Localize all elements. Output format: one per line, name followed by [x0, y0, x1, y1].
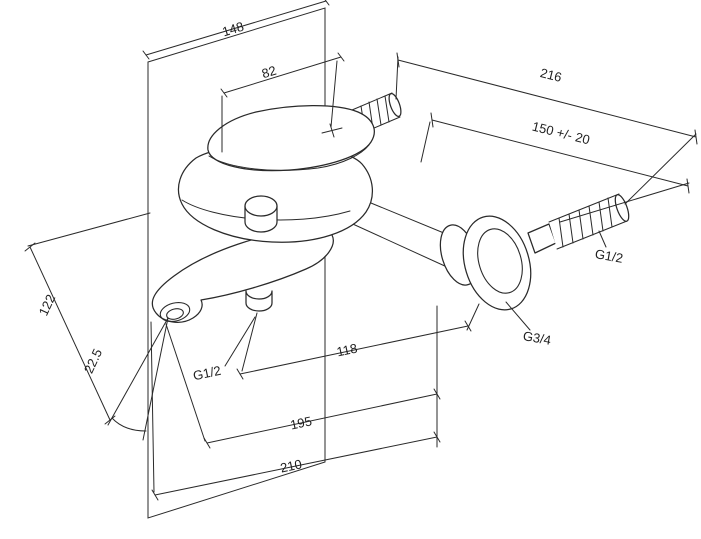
- extension-line: [330, 60, 338, 128]
- tick: [430, 112, 434, 128]
- extension-line: [559, 182, 690, 223]
- leader-line: [505, 301, 531, 331]
- tick: [24, 242, 36, 252]
- dim-line: [239, 325, 469, 375]
- dimension-118: [236, 303, 480, 380]
- supply-pipe-fill: [344, 196, 456, 267]
- thread-top-end-face: [388, 92, 402, 118]
- extension-line: [420, 121, 431, 163]
- dim-line: [397, 59, 697, 138]
- dim-line: [431, 119, 689, 187]
- angle-arc: [111, 417, 147, 432]
- label-g12-right: [598, 230, 607, 248]
- thread-label-g12-right: G1/2: [594, 246, 624, 266]
- dim-label-122: 122: [36, 292, 59, 318]
- extension-line: [150, 321, 155, 493]
- label-g34: [505, 301, 531, 331]
- dim-line: [154, 436, 438, 496]
- spout-aerator: [166, 308, 184, 320]
- dim-label-22-5: 22.5: [81, 346, 105, 375]
- tick: [142, 50, 150, 60]
- thread-label-g12-bottom: G1/2: [192, 363, 223, 384]
- dimension-210: [150, 321, 441, 501]
- thread-right-end-face: [614, 194, 630, 222]
- dimension-216: [395, 52, 698, 205]
- dim-label-195: 195: [289, 413, 313, 432]
- tick: [104, 415, 116, 425]
- tick: [337, 52, 345, 62]
- supply-pipe-bottom-edge: [343, 219, 448, 268]
- dim-line: [29, 246, 111, 421]
- faucet: [151, 92, 630, 323]
- tick: [464, 320, 472, 332]
- diverter-knob: [244, 195, 278, 233]
- dim-label-150: 150 +/- 20: [531, 119, 592, 148]
- dim-label-82: 82: [260, 63, 278, 82]
- tick: [324, 0, 330, 6]
- lever-handle: [207, 105, 375, 172]
- extension-line: [624, 133, 697, 205]
- dim-line: [206, 393, 438, 444]
- tick: [396, 52, 400, 68]
- tick: [433, 388, 441, 400]
- dim-line: [223, 56, 342, 94]
- extension-line: [241, 312, 258, 372]
- dim-label-148: 148: [220, 19, 245, 40]
- handshower-outlet: [245, 290, 273, 312]
- dimension-22-5: [107, 317, 169, 441]
- dimension-150: [420, 112, 690, 223]
- thread-label-g34: G3/4: [522, 328, 552, 348]
- tick: [433, 431, 441, 443]
- extension-line: [466, 303, 480, 331]
- tick: [203, 437, 211, 449]
- wall-plane: [147, 7, 326, 519]
- thread-right-lower-edge: [556, 220, 628, 250]
- dimension-148: [142, 0, 330, 60]
- lever-plate-edge: [208, 144, 370, 171]
- diverter-knob-top: [244, 195, 278, 217]
- dimension-122: [24, 212, 151, 425]
- flange-outer: [462, 215, 532, 311]
- dimension-195: [165, 305, 441, 449]
- spout-outlet-rim: [159, 301, 191, 323]
- tick: [686, 178, 690, 194]
- leader-line: [224, 316, 256, 367]
- dim-label-118: 118: [335, 341, 358, 360]
- dimension-82: [220, 52, 345, 153]
- flange-inner: [477, 228, 523, 294]
- angle-ray: [107, 317, 169, 426]
- tick: [220, 88, 228, 98]
- tick: [151, 489, 159, 501]
- spout: [151, 225, 334, 323]
- wall-plane-outline: [147, 7, 326, 519]
- dim-label-210: 210: [279, 456, 303, 475]
- dim-label-216: 216: [539, 65, 564, 85]
- angle-ray: [142, 317, 169, 441]
- thread-right-upper-edge: [548, 193, 620, 223]
- tick: [694, 129, 698, 145]
- extension-line: [165, 323, 206, 442]
- extension-line: [27, 212, 151, 247]
- dim-line: [145, 0, 327, 56]
- leader-line: [598, 230, 607, 248]
- label-g12-bottom: [224, 316, 256, 367]
- extension-line: [395, 56, 399, 100]
- tick: [236, 368, 244, 380]
